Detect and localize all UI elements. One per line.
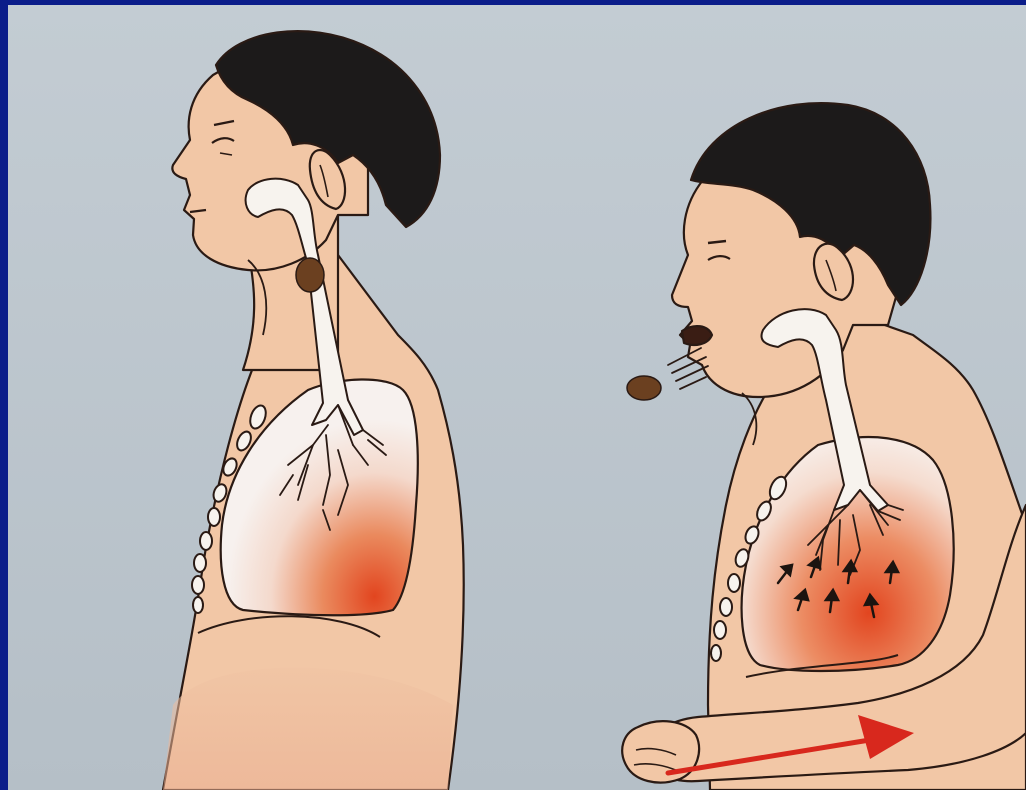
left-belly [163, 668, 453, 790]
foreign-object-icon [296, 258, 324, 292]
anatomical-illustration [8, 5, 1026, 790]
right-mouth [682, 326, 712, 345]
expelled-object-icon [627, 376, 661, 400]
